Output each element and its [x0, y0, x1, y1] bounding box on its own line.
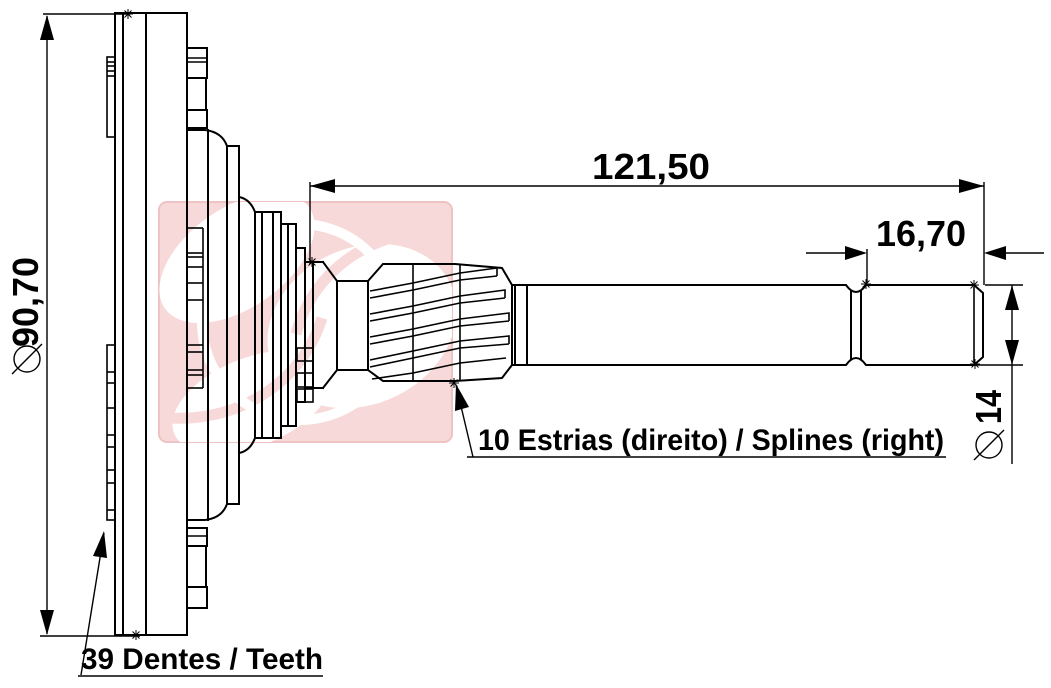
- callout-splines: 10 Estrias (direito) / Splines (right): [455, 384, 946, 458]
- splines-callout-label: 10 Estrias (direito) / Splines (right): [478, 424, 944, 457]
- diameter-icon: [973, 429, 1005, 461]
- diameter-icon: [11, 343, 43, 375]
- arrow-left-icon: [310, 179, 335, 193]
- pinion-teeth: [369, 267, 510, 380]
- leader-arrow-icon: [455, 384, 469, 411]
- dim-shaft-diameter: 14: [968, 284, 1023, 464]
- arrow-right-icon: [959, 179, 984, 193]
- flange-right-steps-bottom: [186, 527, 208, 609]
- gear-flange-profile: [106, 12, 984, 636]
- callout-teeth: 39 Dentes / Teeth: [78, 531, 323, 677]
- arrow-left-icon: [984, 246, 1006, 260]
- arrow-up-icon: [40, 15, 54, 40]
- arrow-down-icon: [40, 610, 54, 635]
- arrow-down-icon: [1005, 340, 1019, 365]
- logo-watermark: [158, 201, 453, 443]
- teeth-callout-label: 39 Dentes / Teeth: [81, 643, 323, 676]
- leader-arrow-icon: [93, 531, 107, 558]
- flange-disc: [114, 12, 188, 636]
- hub-cone: [186, 129, 369, 521]
- flange-edge-details: [187, 227, 204, 389]
- dimension-shaft-diameter-value: 14: [968, 390, 1009, 424]
- arrow-right-icon: [845, 246, 867, 260]
- arrow-up-icon: [1005, 285, 1019, 310]
- shaft: [511, 284, 984, 366]
- flange-left-tabs: [106, 56, 116, 521]
- dimension-end-length-value: 16,70: [876, 213, 966, 254]
- flange-right-steps-top: [186, 47, 208, 129]
- dimension-flange-diameter-value: 90,70: [5, 257, 46, 347]
- spline-pinion: [367, 263, 513, 382]
- dimension-shaft-length-value: 121,50: [592, 146, 710, 187]
- dim-end-length: 16,70: [806, 213, 1044, 283]
- dim-flange-diameter: 90,70: [5, 13, 140, 637]
- dim-shaft-length: 121,50: [309, 146, 985, 285]
